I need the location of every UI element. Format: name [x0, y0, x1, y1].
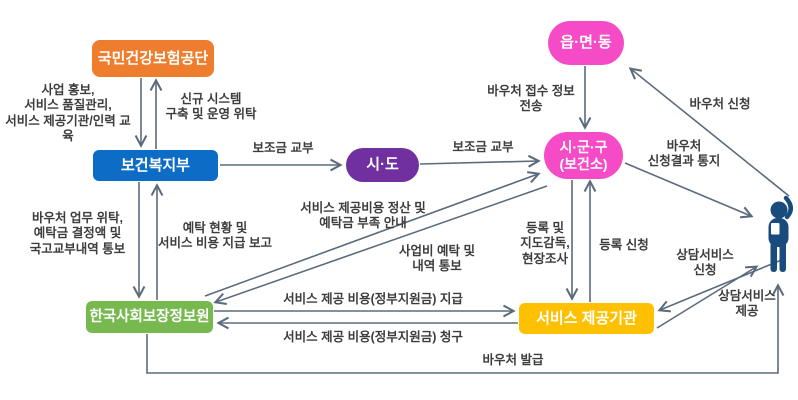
- edge-label-system-delegation: 신규 시스템 구축 및 운영 위탁: [165, 92, 257, 122]
- edge-label-project-deposit-notice: 사업비 예탁 및 내역 통보: [399, 244, 475, 274]
- node-si-gun-gu: 시·군·구 (보건소): [544, 132, 623, 179]
- node-mohw: 보건복지부: [93, 150, 218, 181]
- arrow-voucher-result-notice: [624, 162, 751, 216]
- edge-label-subsidy-grant-1: 보조금 교부: [252, 141, 314, 155]
- edge-label-voucher-issuance: 바우처 발급: [482, 353, 544, 367]
- edge-label-voucher-receipt-info: 바우처 접수 정보 전송: [487, 84, 575, 114]
- node-eup-myeon-dong: 읍·면·동: [548, 21, 624, 65]
- person-icon: [757, 190, 797, 284]
- arrow-cost-settlement-notice: [204, 174, 538, 297]
- edge-label-voucher-application: 바우처 신청: [689, 97, 751, 111]
- edge-label-registration-application: 등록 신청: [599, 238, 649, 252]
- edge-label-cost-payment: 서비스 제공 비용(정부지원금) 지급: [283, 292, 463, 306]
- node-provider: 서비스 제공기관: [519, 303, 654, 334]
- edge-label-voucher-result-notice: 바우처 신청결과 통지: [647, 139, 721, 169]
- node-nhis: 국민건강보험공단: [92, 40, 214, 77]
- arrow-voucher-issuance: [146, 286, 778, 374]
- edge-label-cost-settlement-notice: 서비스 제공비용 정산 및 예탁금 부족 안내: [300, 201, 426, 231]
- edge-label-cost-claim: 서비스 제공 비용(정부지원금) 청구: [283, 330, 463, 344]
- edge-label-promo: 사업 홍보, 서비스 품질관리, 서비스 제공기관/인력 교육: [5, 83, 131, 143]
- edge-label-counsel-provision: 상담서비스 제공: [718, 289, 776, 319]
- edge-label-registration-supervision: 등록 및 지도감독, 현장조사: [520, 221, 570, 266]
- arrow-voucher-application: [631, 69, 790, 197]
- edge-label-counsel-application: 상담서비스 신청: [676, 248, 734, 278]
- edge-label-deposit-status-report: 예탁 현황 및 서비스 비용 지급 보고: [158, 221, 272, 251]
- arrow-subsidy-grant-2: [419, 161, 538, 164]
- edge-label-voucher-delegation: 바우처 업무 위탁, 예탁금 결정액 및 국고교부내역 통보: [29, 211, 126, 256]
- arrow-project-deposit-notice: [216, 185, 548, 302]
- arrow-counsel-application: [660, 258, 785, 310]
- node-sido: 시·도: [346, 148, 419, 182]
- node-ssis: 한국사회보장정보원: [86, 301, 213, 333]
- arrow-counsel-provision: [656, 267, 756, 329]
- edge-label-subsidy-grant-2: 보조금 교부: [452, 140, 514, 154]
